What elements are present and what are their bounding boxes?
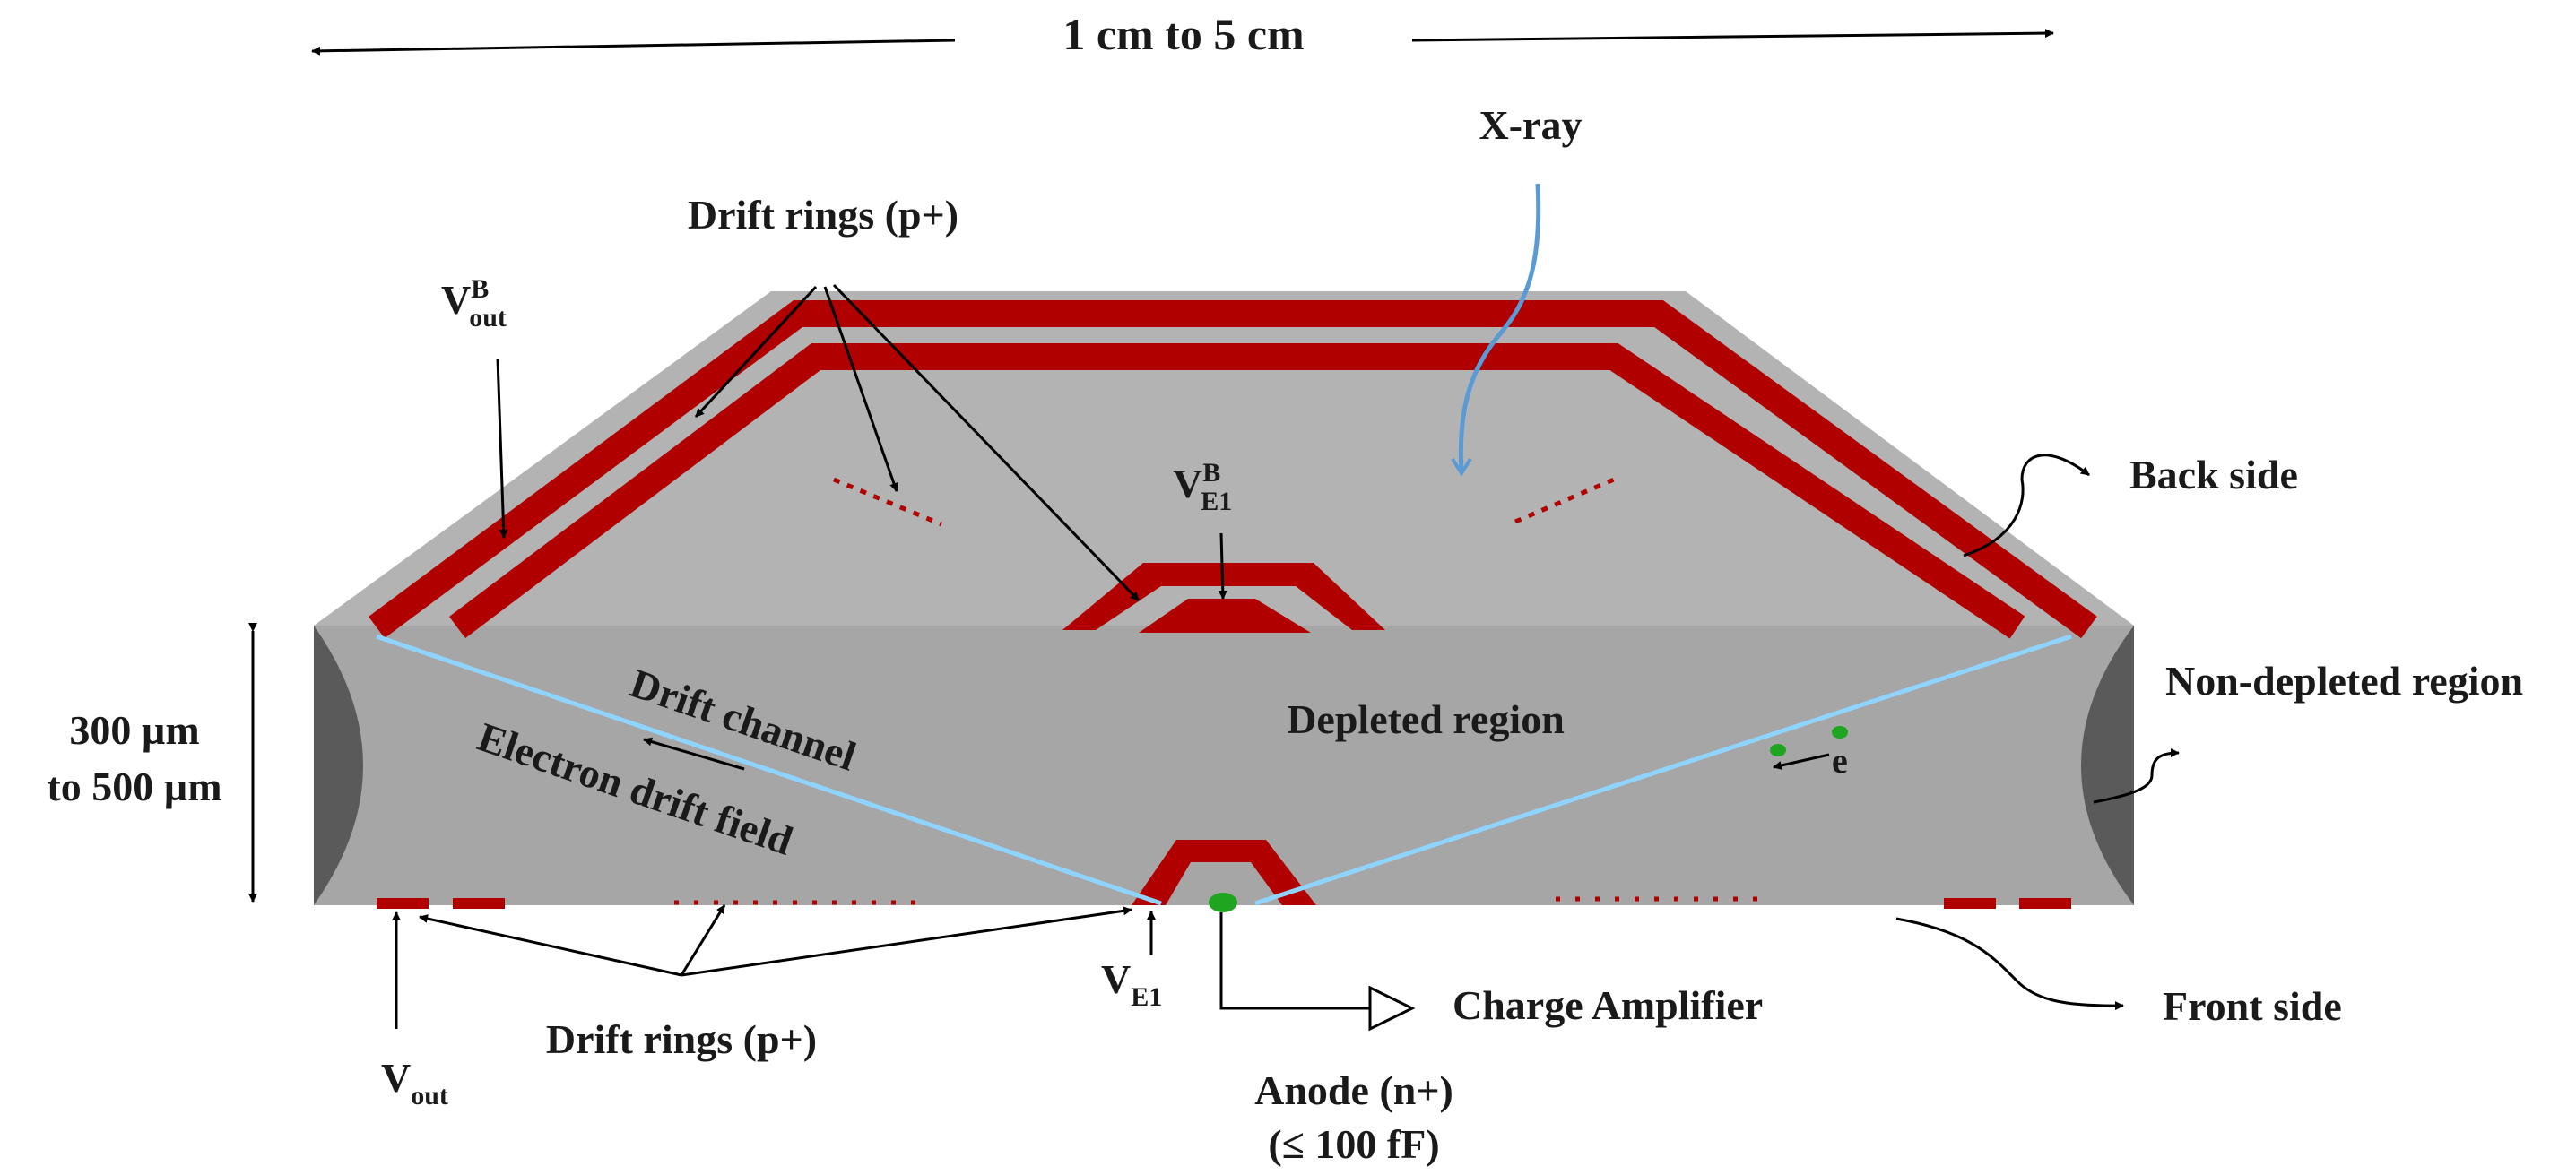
- xray-arrow-head: [1451, 457, 1472, 477]
- front-central-ring: [1132, 840, 1316, 905]
- back-drift-ring-inner: [448, 343, 2025, 639]
- drift-channel-line-right: [1254, 634, 2072, 906]
- back-face: [314, 291, 2134, 626]
- front-ring-right-1: [1944, 898, 1996, 909]
- drift-rings-bottom-pointer-1: [419, 914, 682, 977]
- drift-rings-top-pointer-2: [823, 286, 898, 492]
- vb-e1-pointer: [1218, 532, 1227, 600]
- width-arrow-right: [1411, 29, 2054, 42]
- non-depleted-pointer: [2093, 748, 2180, 804]
- front-side-pointer: [1895, 917, 2124, 1011]
- drift-rings-bottom-label: Drift rings (p+): [546, 1016, 817, 1062]
- drift-rings-top-pointer-1: [694, 285, 818, 419]
- vb-out-pointer: [496, 358, 508, 539]
- electron-dot-1: [1770, 744, 1786, 756]
- electron-drift-field-arrow: [643, 737, 745, 771]
- drift-rings-bottom-pointer-2: [680, 904, 726, 976]
- electron-dot-2: [1832, 726, 1848, 739]
- anode-amplifier-wire: [1219, 912, 1370, 1010]
- non-depleted-label: Non-depleted region: [2165, 658, 2523, 704]
- non-depleted-left: [314, 626, 363, 905]
- anode: [1209, 893, 1237, 912]
- anode-label-line2: (≤ 100 fF): [1268, 1121, 1439, 1167]
- drift-rings-top-label: Drift rings (p+): [688, 192, 958, 238]
- non-depleted-right: [2081, 626, 2134, 905]
- charge-amplifier-label: Charge Amplifier: [1453, 982, 1763, 1028]
- charge-amplifier-symbol: [1368, 985, 1416, 1032]
- anode-label-line1: Anode (n+): [1254, 1067, 1453, 1113]
- v-out-label: Vout: [381, 1055, 448, 1110]
- back-ring-dots-left: [833, 477, 942, 527]
- xray-label: X-ray: [1479, 102, 1583, 148]
- front-ring-right-2: [2019, 898, 2071, 909]
- back-central-electrode: [1139, 599, 1311, 633]
- back-side-label: Back side: [2129, 452, 2298, 497]
- drift-rings-bottom-pointer-3: [681, 906, 1132, 977]
- back-central-ring: [1062, 563, 1385, 630]
- electron-arrow: [1773, 753, 1830, 770]
- width-arrow-left: [311, 39, 956, 56]
- drift-channel-line-left: [376, 634, 1162, 906]
- xray-arrow: [1458, 183, 1541, 471]
- depleted-region-label: Depleted region: [1287, 696, 1565, 742]
- electron-label: e: [1832, 740, 1848, 781]
- front-ring-left-2: [453, 898, 505, 909]
- thickness-label-line1: 300 µm: [69, 707, 199, 753]
- back-ring-dots-right: [1514, 477, 1615, 524]
- v-e1-label: VE1: [1101, 956, 1162, 1012]
- back-side-pointer: [1963, 454, 2090, 557]
- drift-rings-top-pointer-3: [832, 283, 1141, 602]
- front-side-label: Front side: [2163, 983, 2342, 1029]
- back-drift-ring-outer: [369, 300, 2097, 639]
- thickness-label-line2: to 500 µm: [47, 764, 221, 809]
- width-label: 1 cm to 5 cm: [1062, 9, 1304, 59]
- front-ring-left-1: [377, 898, 429, 909]
